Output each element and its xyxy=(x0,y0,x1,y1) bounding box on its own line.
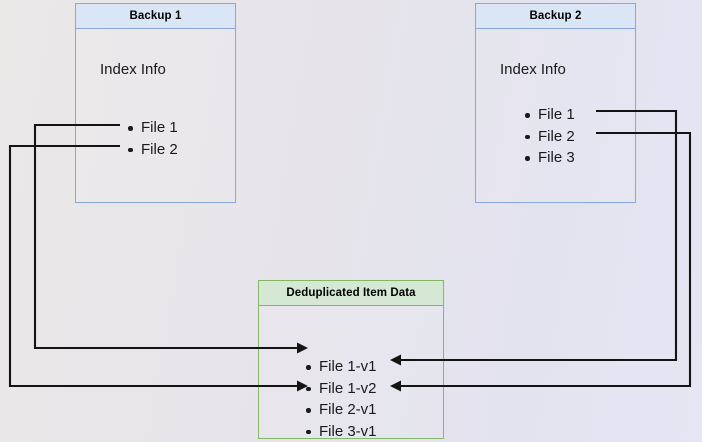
backup-1-file-list: File 1 File 2 xyxy=(127,117,178,160)
node-backup-1-header: Backup 1 xyxy=(76,4,235,29)
node-backup-1-body: Index Info File 1 File 2 xyxy=(76,29,235,202)
list-item[interactable]: File 3-v1 xyxy=(305,421,377,442)
list-item[interactable]: File 1-v2 xyxy=(305,378,377,400)
node-backup-1[interactable]: Backup 1 Index Info File 1 File 2 xyxy=(75,3,236,203)
node-backup-2[interactable]: Backup 2 Index Info File 1 File 2 File 3 xyxy=(475,3,636,203)
backup-2-caption: Index Info xyxy=(500,61,566,78)
node-deduplicated-item-data-header: Deduplicated Item Data xyxy=(259,281,443,306)
list-item[interactable]: File 1 xyxy=(127,117,178,139)
list-item[interactable]: File 3 xyxy=(524,147,575,169)
node-backup-2-header: Backup 2 xyxy=(476,4,635,29)
node-backup-2-body: Index Info File 1 File 2 File 3 xyxy=(476,29,635,202)
list-item[interactable]: File 1 xyxy=(524,104,575,126)
dedup-file-list: File 1-v1 File 1-v2 File 2-v1 File 3-v1 xyxy=(305,356,377,442)
node-deduplicated-item-data-body: File 1-v1 File 1-v2 File 2-v1 File 3-v1 xyxy=(259,306,443,440)
backup-1-caption: Index Info xyxy=(100,61,166,78)
list-item[interactable]: File 2 xyxy=(127,139,178,161)
list-item[interactable]: File 2-v1 xyxy=(305,399,377,421)
list-item[interactable]: File 2 xyxy=(524,126,575,148)
backup-2-file-list: File 1 File 2 File 3 xyxy=(524,104,575,169)
list-item[interactable]: File 1-v1 xyxy=(305,356,377,378)
node-deduplicated-item-data[interactable]: Deduplicated Item Data File 1-v1 File 1-… xyxy=(258,280,444,440)
